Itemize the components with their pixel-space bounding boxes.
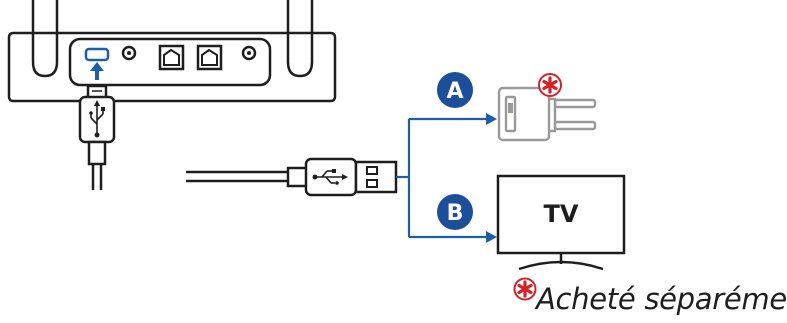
tv-screen (496, 174, 626, 255)
wall-adapter (497, 86, 597, 142)
optical-port-2 (196, 44, 223, 71)
badge-a-label: A (446, 79, 463, 104)
badge-b-label: B (447, 201, 464, 226)
adapter-usb-slot (504, 95, 517, 133)
usb-cable (186, 157, 398, 197)
connection-lines (396, 117, 488, 239)
micro-usb-port (84, 47, 110, 62)
red-asterisk-icon (513, 277, 537, 301)
connection-arrowheads (486, 113, 497, 243)
port-panel (68, 37, 272, 87)
badge-b: B (437, 194, 473, 230)
audio-jack (121, 45, 137, 61)
router-device (7, 0, 337, 103)
usb-icon-horizontal (312, 169, 348, 185)
badge-a: A (437, 72, 473, 108)
red-asterisk-icon (538, 73, 562, 97)
adapter-prong-top (553, 98, 597, 109)
arrow-up-icon (90, 62, 104, 80)
usb-icon (89, 100, 105, 138)
note-text: Acheté séparément (536, 282, 787, 316)
tv-stand (518, 260, 604, 271)
adapter-body (497, 86, 551, 142)
adapter-prong-bottom (553, 120, 597, 131)
optical-port-1 (158, 44, 185, 71)
micro-usb-plug (78, 84, 116, 190)
audio-jack-2 (241, 45, 257, 61)
tv-label: TV (544, 200, 579, 228)
tv-icon (496, 174, 626, 271)
